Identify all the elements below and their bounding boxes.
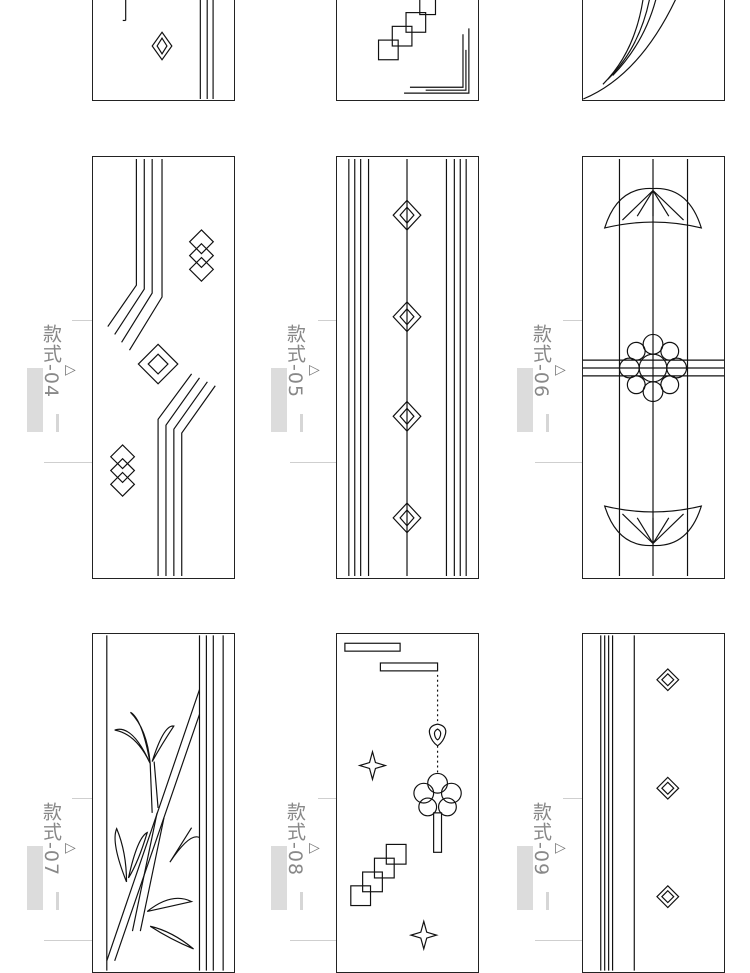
triangle-marker-icon: ▷ bbox=[309, 840, 320, 856]
divider-line bbox=[72, 320, 92, 321]
label-bar bbox=[271, 846, 287, 910]
design-07-art bbox=[106, 635, 224, 971]
design-09-art bbox=[600, 635, 680, 971]
label-bar bbox=[517, 368, 533, 432]
style-name: 款式-08 bbox=[284, 802, 306, 877]
design-panel-05 bbox=[336, 156, 479, 579]
design-panel-07 bbox=[92, 633, 235, 973]
style-name: 款式-09 bbox=[530, 802, 552, 877]
divider-line bbox=[72, 798, 92, 799]
style-name: 款式-05 bbox=[284, 324, 306, 399]
design-05-art bbox=[348, 158, 467, 577]
divider-line bbox=[290, 940, 336, 941]
triangle-marker-icon: ▷ bbox=[65, 362, 76, 378]
design-02-art bbox=[377, 0, 470, 94]
design-panel-04 bbox=[92, 156, 235, 579]
label-tick bbox=[546, 414, 549, 432]
style-name: 款式-04 bbox=[40, 324, 62, 399]
design-06-art bbox=[583, 158, 724, 577]
label-tick bbox=[56, 892, 59, 910]
design-03-art bbox=[583, 0, 676, 100]
divider-line bbox=[44, 940, 92, 941]
design-panel-08 bbox=[336, 633, 479, 973]
triangle-marker-icon: ▷ bbox=[65, 840, 76, 856]
design-panel-01 bbox=[92, 0, 235, 101]
style-label-09: 款式-09 ▷ bbox=[517, 802, 577, 922]
divider-line bbox=[535, 462, 582, 463]
triangle-marker-icon: ▷ bbox=[309, 362, 320, 378]
design-08-art bbox=[344, 642, 462, 952]
design-panel-02 bbox=[336, 0, 479, 101]
design-panel-03 bbox=[582, 0, 725, 101]
triangle-marker-icon: ▷ bbox=[555, 362, 566, 378]
label-tick bbox=[56, 414, 59, 432]
style-label-04: 款式-04 ▷ bbox=[27, 324, 87, 444]
divider-line bbox=[44, 462, 92, 463]
style-label-08: 款式-08 ▷ bbox=[271, 802, 331, 922]
divider-line bbox=[290, 462, 336, 463]
design-panel-09 bbox=[582, 633, 725, 973]
style-name: 款式-07 bbox=[40, 802, 62, 877]
triangle-marker-icon: ▷ bbox=[555, 840, 566, 856]
design-01-art bbox=[122, 0, 214, 100]
label-bar bbox=[27, 846, 43, 910]
label-bar bbox=[27, 368, 43, 432]
design-04-art bbox=[107, 158, 216, 577]
style-name: 款式-06 bbox=[530, 324, 552, 399]
divider-line bbox=[563, 798, 582, 799]
label-tick bbox=[300, 892, 303, 910]
label-tick bbox=[546, 892, 549, 910]
label-bar bbox=[271, 368, 287, 432]
divider-line bbox=[318, 798, 336, 799]
divider-line bbox=[563, 320, 582, 321]
label-bar bbox=[517, 846, 533, 910]
design-panel-06 bbox=[582, 156, 725, 579]
style-label-07: 款式-07 ▷ bbox=[27, 802, 87, 922]
divider-line bbox=[318, 320, 336, 321]
style-label-06: 款式-06 ▷ bbox=[517, 324, 577, 444]
divider-line bbox=[535, 940, 582, 941]
style-label-05: 款式-05 ▷ bbox=[271, 324, 331, 444]
label-tick bbox=[300, 414, 303, 432]
